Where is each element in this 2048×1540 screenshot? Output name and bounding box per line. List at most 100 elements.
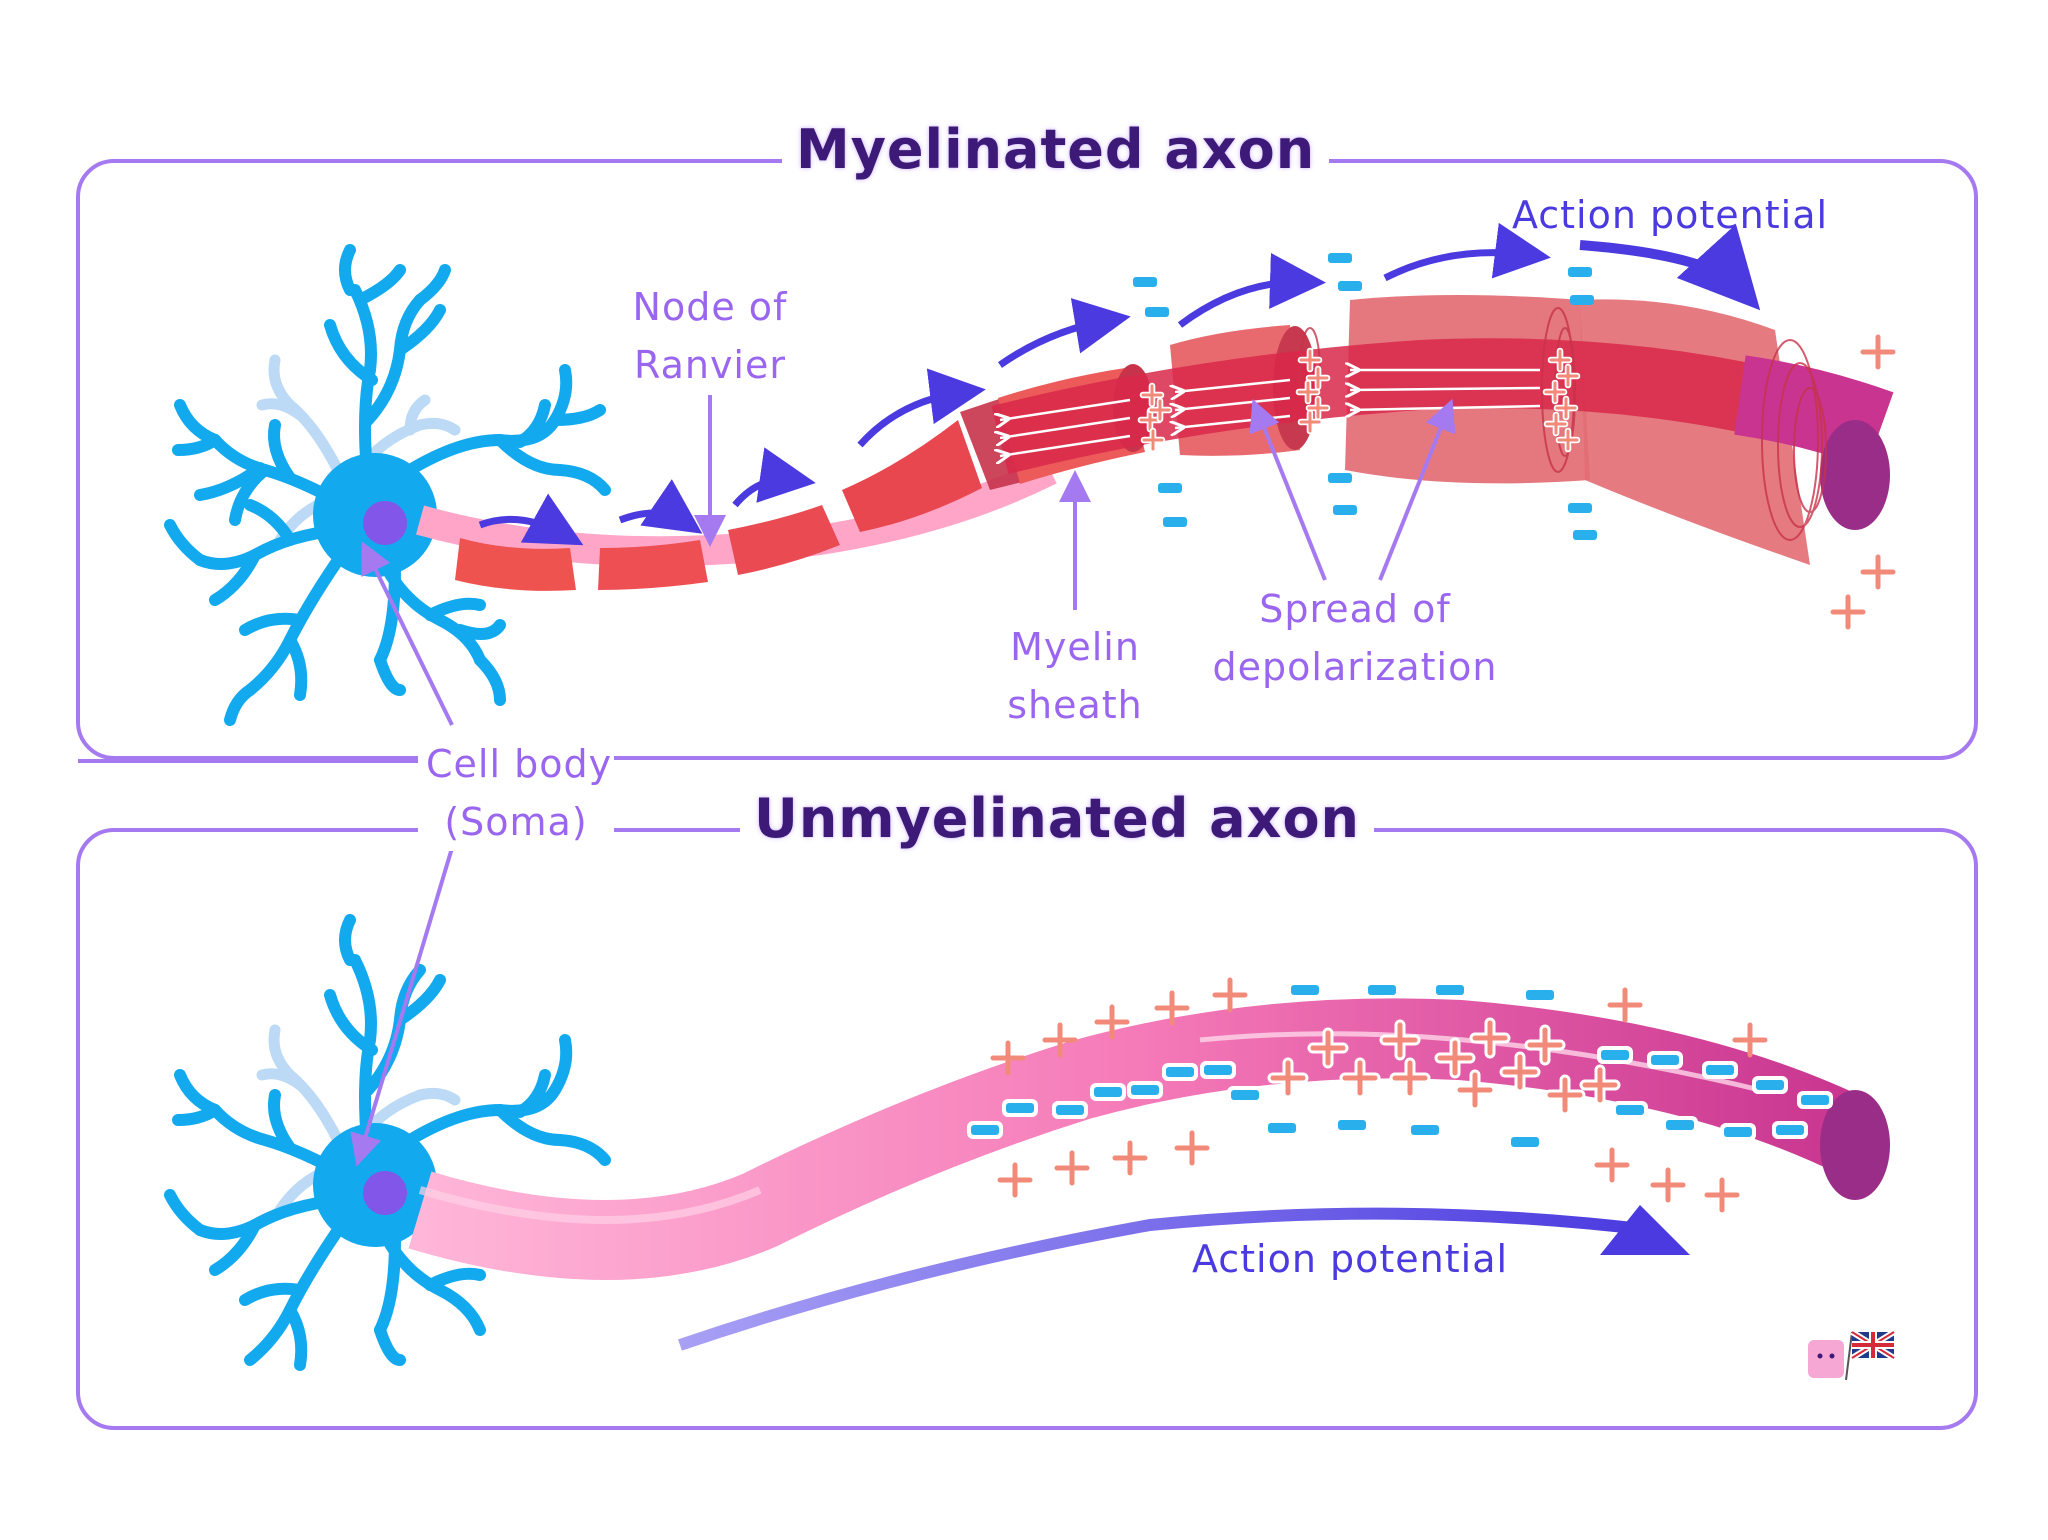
minus-charge xyxy=(1568,267,1592,277)
minus-charge xyxy=(1568,503,1592,513)
minus-charge xyxy=(1338,1120,1366,1130)
node-plus-charge xyxy=(1139,382,1165,408)
action-potential-arrow-bottom xyxy=(678,1207,1651,1351)
minus-charge xyxy=(1511,1137,1539,1147)
minus-charge xyxy=(1752,1076,1788,1094)
node-plus-charge xyxy=(1305,365,1331,391)
minus-charge xyxy=(1163,517,1187,527)
saltatory-arrows xyxy=(478,222,1761,546)
minus-charge xyxy=(1772,1121,1808,1139)
minus-charge xyxy=(1227,1086,1263,1104)
minus-charge xyxy=(1090,1083,1126,1101)
minus-charge xyxy=(1662,1116,1698,1134)
plus-charge xyxy=(1469,1017,1511,1059)
plus-charge xyxy=(1042,1022,1078,1058)
node-plus-charge xyxy=(1305,395,1331,421)
axon-end-bottom xyxy=(1820,1090,1890,1200)
minus-charge xyxy=(967,1121,1003,1139)
panel-title-myelinated: Myelinated axon xyxy=(782,118,1330,181)
plus-charge xyxy=(1650,1167,1686,1203)
minus-charge xyxy=(1647,1051,1683,1069)
node-plus-charge xyxy=(1543,411,1569,437)
spread-pointer-left xyxy=(1249,398,1327,581)
plus-charge xyxy=(997,1162,1033,1198)
minus-charge xyxy=(1158,483,1182,493)
minus-charge xyxy=(1368,985,1396,995)
minus-charge xyxy=(1333,505,1357,515)
plus-charge xyxy=(1267,1057,1309,1099)
node-plus-charge xyxy=(1137,407,1163,433)
minus-charge xyxy=(1570,295,1594,305)
plus-charge xyxy=(1054,1150,1090,1186)
plus-charge xyxy=(1339,1057,1381,1099)
plus-charge xyxy=(1704,1177,1740,1213)
label-spread-line2: depolarization xyxy=(1212,645,1498,689)
minus-charge xyxy=(1145,307,1169,317)
pointer-lines xyxy=(350,395,1456,1167)
plus-charge xyxy=(1112,1140,1148,1176)
plus-charge xyxy=(1830,594,1866,630)
node-plus-charge xyxy=(1555,427,1581,453)
minus-charge xyxy=(1797,1091,1833,1109)
label-spread-line1: Spread of xyxy=(1259,587,1451,631)
plus-charge xyxy=(1860,554,1896,590)
plus-charge xyxy=(990,1040,1026,1076)
node-plus-charge xyxy=(1553,395,1579,421)
minus-charge xyxy=(1702,1061,1738,1079)
label-node-of-ranvier-line1: Node of xyxy=(632,285,788,329)
plus-charge xyxy=(1434,1037,1476,1079)
minus-charge xyxy=(1338,281,1362,291)
cell-body-pointer-bottom xyxy=(350,847,454,1167)
minus-charge xyxy=(1328,253,1352,263)
charges xyxy=(967,253,1896,1213)
node-plus-charge xyxy=(1542,379,1568,405)
plus-charge xyxy=(1579,1064,1621,1106)
minus-charge xyxy=(1268,1123,1296,1133)
label-spread-of-depolarization: Spread of depolarization xyxy=(1195,580,1515,696)
plus-charge xyxy=(1212,977,1248,1013)
node-plus-charge xyxy=(1555,363,1581,389)
plus-charge xyxy=(1544,1074,1586,1116)
plus-charge xyxy=(1732,1022,1768,1058)
neuron-top xyxy=(164,244,611,726)
plus-charge xyxy=(1860,334,1896,370)
label-myelin-sheath: Myelin sheath xyxy=(985,618,1165,734)
minus-charge xyxy=(1162,1063,1198,1081)
minus-charge xyxy=(1052,1101,1088,1119)
minus-charge xyxy=(1002,1099,1038,1117)
label-action-potential-top: Action potential xyxy=(1511,193,1829,237)
label-myelin-sheath-line1: Myelin xyxy=(1010,625,1140,669)
nucleus-bottom xyxy=(363,1171,407,1215)
minus-charge xyxy=(1597,1046,1633,1064)
mascot-icon xyxy=(1808,1329,1896,1381)
plus-charge xyxy=(1499,1051,1541,1093)
node-plus-charge xyxy=(1297,409,1323,435)
node-plus-charge xyxy=(1297,347,1323,373)
label-cell-body-line1: Cell body xyxy=(426,742,613,786)
panel-title-unmyelinated: Unmyelinated axon xyxy=(740,787,1374,850)
plus-charge xyxy=(1307,1027,1349,1069)
spread-pointer-right xyxy=(1378,398,1456,581)
minus-charge xyxy=(1200,1061,1236,1079)
label-action-potential-bottom: Action potential xyxy=(1191,1237,1509,1281)
plus-charge xyxy=(1379,1019,1421,1061)
minus-charge xyxy=(1411,1125,1439,1135)
label-cell-body: Cell body (Soma) xyxy=(418,735,614,851)
minus-charge xyxy=(1526,990,1554,1000)
plus-charge xyxy=(1524,1024,1566,1066)
neuron-bottom xyxy=(164,914,611,1371)
cell-body-pointer-top xyxy=(361,541,454,726)
minus-charge xyxy=(1436,985,1464,995)
minus-charge xyxy=(1133,277,1157,287)
axon-end-top xyxy=(1820,420,1890,530)
minus-charge xyxy=(1612,1101,1648,1119)
plus-charge xyxy=(1094,1004,1130,1040)
plus-charge xyxy=(1174,1130,1210,1166)
minus-charge xyxy=(1127,1081,1163,1099)
node-plus-charge xyxy=(1547,347,1573,373)
plus-charge xyxy=(1594,1147,1630,1183)
plus-charge xyxy=(1154,990,1190,1026)
plus-charge xyxy=(1389,1057,1431,1099)
